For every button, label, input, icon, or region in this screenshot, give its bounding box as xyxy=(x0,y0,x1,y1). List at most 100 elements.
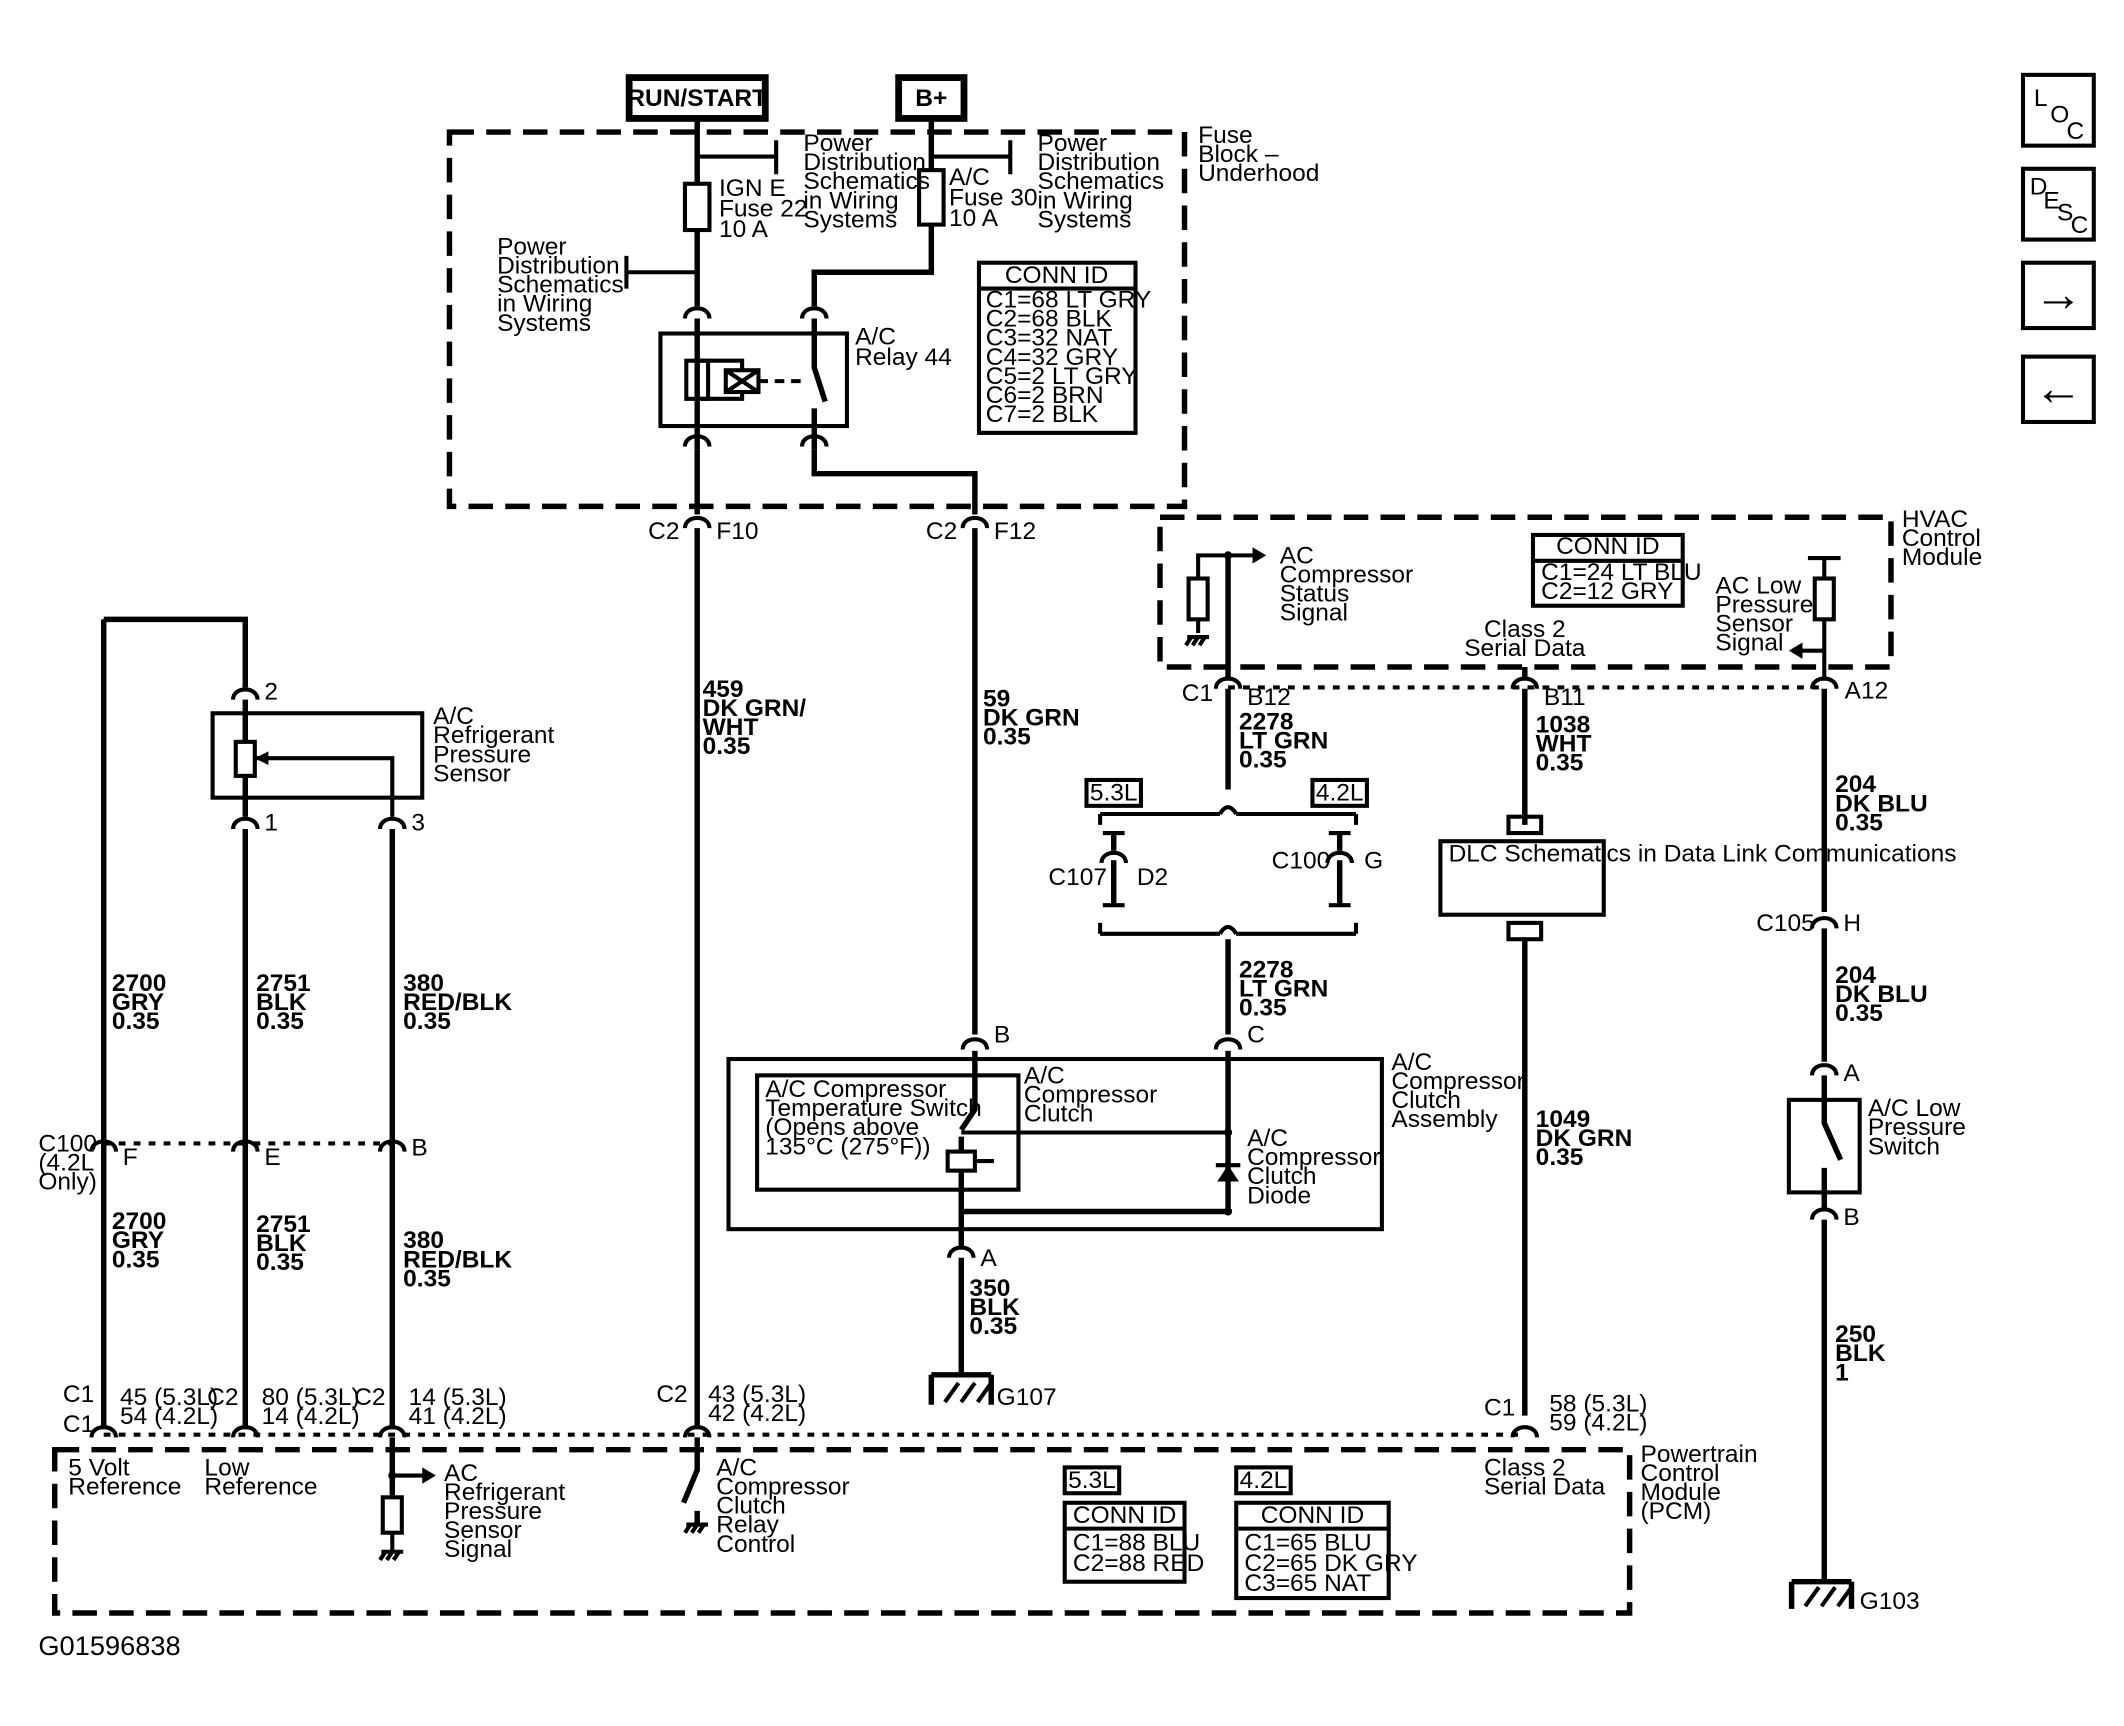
svg-text:Signal: Signal xyxy=(444,1536,512,1563)
svg-text:Systems: Systems xyxy=(497,310,591,337)
svg-text:Pressure: Pressure xyxy=(433,741,531,768)
svg-text:CONN ID: CONN ID xyxy=(1556,533,1659,560)
fuse-block-conn-id: CONN ID C1=68 LT GRY C2=68 BLK C3=32 NAT… xyxy=(976,260,1151,435)
svg-text:0.35: 0.35 xyxy=(703,733,751,760)
svg-text:1049: 1049 xyxy=(1536,1106,1591,1133)
svg-text:GRY: GRY xyxy=(112,989,164,1016)
svg-text:43 (5.3L): 43 (5.3L) xyxy=(708,1381,806,1408)
svg-text:C1: C1 xyxy=(1182,680,1213,707)
svg-text:Pressure: Pressure xyxy=(444,1498,542,1525)
pcm-pin-relayctl: C2 43 (5.3L)42 (4.2L) xyxy=(656,1381,806,1427)
svg-text:Refrigerant: Refrigerant xyxy=(433,722,554,749)
svg-text:C: C xyxy=(1247,1022,1265,1049)
svg-text:0.35: 0.35 xyxy=(1835,1000,1883,1027)
svg-text:DK GRN: DK GRN xyxy=(983,705,1080,732)
desc-button[interactable]: D E S C xyxy=(2020,166,2096,242)
svg-text:C1: C1 xyxy=(1484,1395,1515,1422)
fuse-22 xyxy=(682,181,712,233)
svg-text:4.2L: 4.2L xyxy=(1316,779,1364,806)
svg-text:204: 204 xyxy=(1835,771,1876,798)
svg-text:Block –: Block – xyxy=(1198,141,1279,168)
pcm-pin-lowref: C2 80 (5.3L)14 (4.2L) xyxy=(207,1384,360,1430)
svg-text:3: 3 xyxy=(411,809,425,836)
svg-text:58 (5.3L): 58 (5.3L) xyxy=(1549,1391,1647,1418)
svg-text:D: D xyxy=(2030,174,2048,201)
svg-text:DK GRN: DK GRN xyxy=(1536,1125,1633,1152)
pcm-conn-42: 4.2L CONN ID C1=65 BLU C2=65 DK GRY C3=6… xyxy=(1234,1465,1418,1601)
svg-text:Schematics: Schematics xyxy=(1037,168,1164,195)
svg-text:G107: G107 xyxy=(997,1384,1057,1411)
svg-text:F12: F12 xyxy=(994,518,1036,545)
svg-text:C2=12 GRY: C2=12 GRY xyxy=(1541,578,1673,605)
prev-arrow-button[interactable]: ← xyxy=(2020,354,2096,425)
svg-text:54 (4.2L): 54 (4.2L) xyxy=(120,1403,218,1430)
svg-text:0.35: 0.35 xyxy=(1835,809,1883,836)
svg-text:2751: 2751 xyxy=(256,1211,311,1238)
svg-text:LT GRN: LT GRN xyxy=(1239,728,1328,755)
svg-text:Fuse 30: Fuse 30 xyxy=(949,185,1038,212)
pcm-outline xyxy=(51,1446,1633,1616)
svg-text:BLK: BLK xyxy=(256,1230,307,1257)
svg-text:(4.2L: (4.2L xyxy=(38,1150,94,1177)
svg-text:Only): Only) xyxy=(38,1169,97,1196)
loc-button[interactable]: L O C xyxy=(2020,72,2096,148)
svg-text:DLC Schematics in Data Link Co: DLC Schematics in Data Link Communicatio… xyxy=(1449,841,1957,868)
svg-text:59: 59 xyxy=(983,685,1010,712)
dlc-reference: DLC Schematics in Data Link Communicatio… xyxy=(1438,839,1957,917)
svg-text:2700: 2700 xyxy=(112,1208,167,1235)
svg-text:45 (5.3L): 45 (5.3L) xyxy=(120,1384,218,1411)
svg-text:Sensor: Sensor xyxy=(444,1517,522,1544)
svg-text:1038: 1038 xyxy=(1536,711,1591,738)
svg-text:Clutch: Clutch xyxy=(1024,1101,1093,1128)
svg-text:(Opens above: (Opens above xyxy=(765,1114,919,1141)
svg-text:A/C: A/C xyxy=(855,323,896,350)
svg-text:BLK: BLK xyxy=(1835,1340,1886,1367)
arrow-right-icon: → xyxy=(2034,267,2083,321)
svg-text:Distribution: Distribution xyxy=(497,253,620,280)
svg-text:C1=88 BLU: C1=88 BLU xyxy=(1073,1529,1200,1556)
svg-text:BLK: BLK xyxy=(969,1294,1020,1321)
svg-text:A/C: A/C xyxy=(1247,1125,1288,1152)
svg-text:A/C: A/C xyxy=(1391,1049,1432,1076)
svg-text:0.35: 0.35 xyxy=(256,1008,304,1035)
tag-5-3l: 5.3L xyxy=(1084,777,1143,808)
ground-g107: G107 xyxy=(928,1372,1057,1411)
svg-text:Fuse 22: Fuse 22 xyxy=(719,195,808,222)
svg-text:0.35: 0.35 xyxy=(1239,994,1287,1021)
svg-text:Control: Control xyxy=(716,1531,795,1558)
svg-text:Schematics: Schematics xyxy=(803,168,930,195)
svg-text:G103: G103 xyxy=(1860,1588,1920,1615)
svg-text:HVAC: HVAC xyxy=(1902,506,1968,533)
svg-text:LT GRN: LT GRN xyxy=(1239,975,1328,1002)
svg-text:2751: 2751 xyxy=(256,970,311,997)
svg-text:Pressure: Pressure xyxy=(1715,592,1813,619)
svg-text:WHT: WHT xyxy=(703,714,759,741)
svg-text:42 (4.2L): 42 (4.2L) xyxy=(708,1400,806,1427)
svg-text:A/C: A/C xyxy=(949,164,990,191)
svg-text:41 (4.2L): 41 (4.2L) xyxy=(409,1403,507,1430)
svg-text:C1=68 LT GRY: C1=68 LT GRY xyxy=(986,287,1151,314)
svg-text:B: B xyxy=(411,1135,427,1162)
next-arrow-button[interactable]: → xyxy=(2020,260,2096,331)
svg-text:C1: C1 xyxy=(63,1411,94,1438)
svg-text:0.35: 0.35 xyxy=(983,724,1031,751)
svg-text:C: C xyxy=(2071,212,2089,239)
svg-text:Relay: Relay xyxy=(716,1512,779,1539)
svg-text:DK GRN/: DK GRN/ xyxy=(703,695,807,722)
run-start-source: RUN/START xyxy=(625,74,769,122)
svg-text:0.35: 0.35 xyxy=(256,1249,304,1276)
svg-text:Class 2: Class 2 xyxy=(1484,1455,1566,1482)
svg-text:1: 1 xyxy=(264,809,278,836)
